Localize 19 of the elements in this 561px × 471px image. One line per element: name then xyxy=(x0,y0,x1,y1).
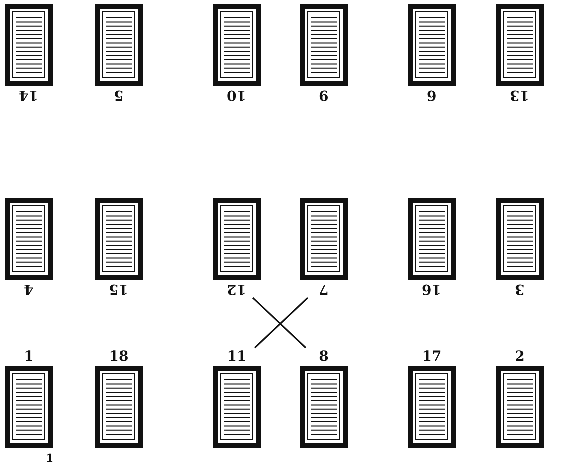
page-number: 3 xyxy=(515,280,525,298)
page-number: 14 xyxy=(19,86,39,104)
page-number: 5 xyxy=(114,86,124,104)
page-number: 13 xyxy=(510,86,530,104)
page-number: 8 xyxy=(319,348,329,366)
page-number: 1 xyxy=(24,348,34,366)
page-number: 2 xyxy=(515,348,525,366)
page-number: 18 xyxy=(109,348,129,366)
signature-mark: 1 xyxy=(46,452,54,465)
page-number: 10 xyxy=(227,86,247,104)
page-number: 16 xyxy=(422,280,442,298)
page-number: 12 xyxy=(227,280,247,298)
page-number: 7 xyxy=(319,280,329,298)
page-number: 17 xyxy=(422,348,442,366)
page-number: 9 xyxy=(319,86,329,104)
page-number: 4 xyxy=(24,280,34,298)
page-number: 11 xyxy=(227,348,247,366)
page-number: 6 xyxy=(427,86,437,104)
page-number: 15 xyxy=(109,280,129,298)
